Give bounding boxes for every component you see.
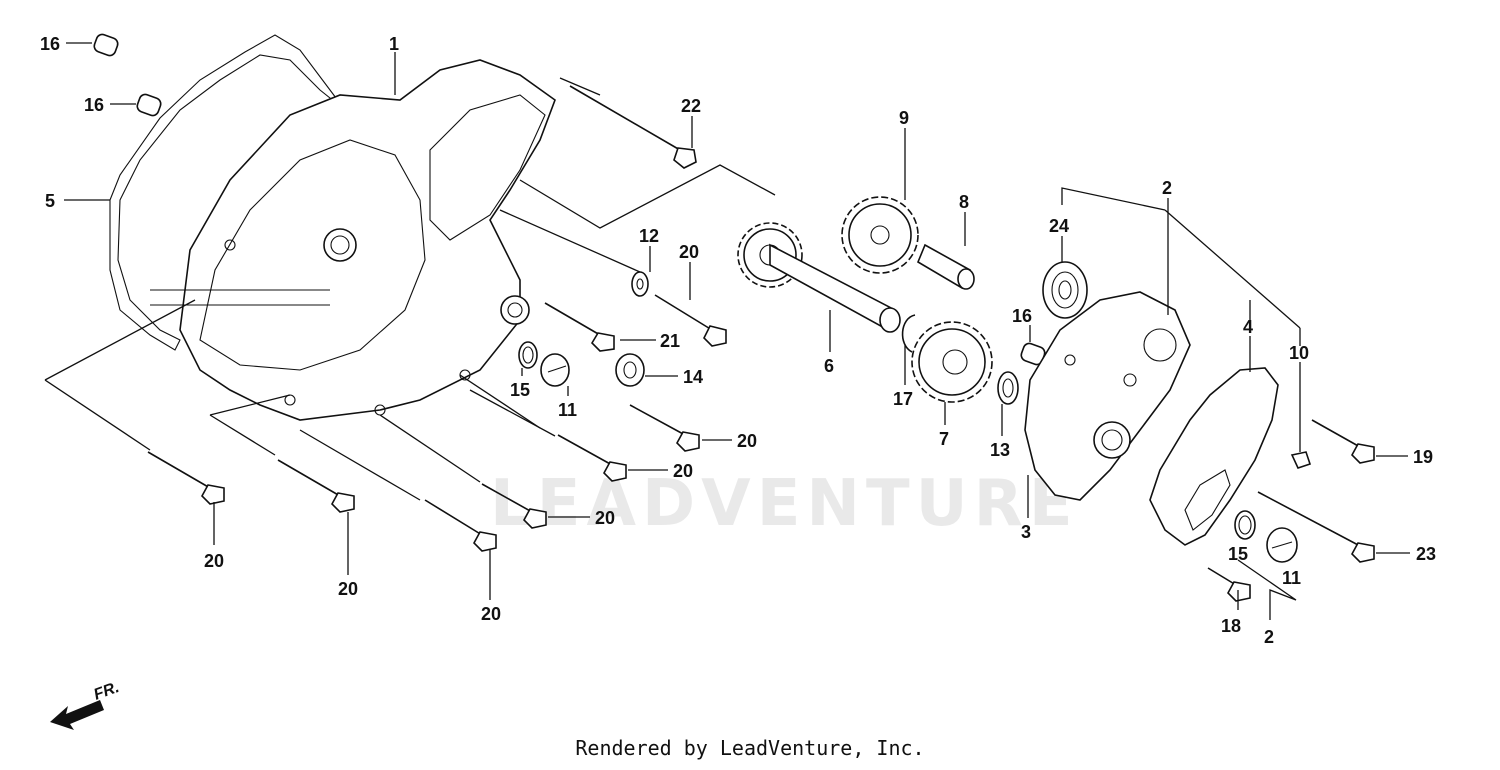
callout-8: 8 xyxy=(959,192,969,212)
pin-part-8 xyxy=(916,243,975,290)
bolt-part-20-low1 xyxy=(147,451,225,505)
dowel-pin-part-16b xyxy=(136,93,162,117)
bolt-part-10 xyxy=(1290,451,1312,469)
callout-20: 20 xyxy=(737,431,757,451)
callout-20: 20 xyxy=(481,604,501,624)
callout-11: 11 xyxy=(558,400,577,420)
callout-20: 20 xyxy=(204,551,224,571)
callout-4: 4 xyxy=(1243,317,1253,337)
render-credit: Rendered by LeadVenture, Inc. xyxy=(575,736,925,760)
shaft-gear-part-6 xyxy=(737,222,901,333)
callout-16: 16 xyxy=(84,95,104,115)
gear-part-7 xyxy=(911,321,993,403)
bolt-part-20-low2 xyxy=(277,459,355,513)
gear-part-9 xyxy=(841,196,919,274)
callout-14: 14 xyxy=(683,367,703,387)
callout-20: 20 xyxy=(679,242,699,262)
plate-part-4 xyxy=(1149,367,1279,546)
gasket-part-5 xyxy=(109,34,346,351)
bolt-part-19 xyxy=(1311,419,1375,464)
callout-22: 22 xyxy=(681,96,701,116)
bolt-part-21 xyxy=(544,302,615,352)
plug-part-11a xyxy=(540,353,570,387)
oring-part-15b xyxy=(1234,510,1256,540)
callout-3: 3 xyxy=(1021,522,1031,542)
callout-10: 10 xyxy=(1289,343,1309,363)
bolt-part-20-upper xyxy=(654,294,727,347)
callout-17: 17 xyxy=(893,389,913,409)
bolt-part-20-mid1 xyxy=(629,404,700,452)
cover-part-3 xyxy=(1024,291,1191,501)
callout-19: 19 xyxy=(1413,447,1433,467)
callout-16: 16 xyxy=(40,34,60,54)
washer-part-13 xyxy=(997,371,1019,405)
dowel-pin-part-16a xyxy=(93,33,119,57)
callout-24: 24 xyxy=(1049,216,1069,236)
bearing-part-24 xyxy=(1042,261,1088,319)
callout-20: 20 xyxy=(673,461,693,481)
callout-5: 5 xyxy=(45,191,55,211)
watermark-text: LEADVENTURE xyxy=(490,467,1079,541)
bolt-part-20-low3 xyxy=(424,499,497,552)
callout-11: 11 xyxy=(1282,568,1301,588)
clip-part-17 xyxy=(901,314,916,353)
callout-20: 20 xyxy=(595,508,615,528)
bolt-part-22 xyxy=(569,85,697,169)
leader-lines xyxy=(44,42,1410,620)
callout-2: 2 xyxy=(1264,627,1274,647)
bolt-part-20-mid3 xyxy=(481,483,547,529)
callout-labels: 16 16 1 5 22 9 8 2 24 12 20 21 6 16 4 10… xyxy=(40,34,1436,647)
bolt-part-18 xyxy=(1207,567,1251,602)
seal-part-14 xyxy=(615,353,645,387)
washer-part-12 xyxy=(631,271,649,297)
callout-6: 6 xyxy=(824,356,834,376)
callout-9: 9 xyxy=(899,108,909,128)
bolt-part-23 xyxy=(1257,491,1375,563)
callout-2: 2 xyxy=(1162,178,1172,198)
callout-12: 12 xyxy=(639,226,659,246)
callout-16: 16 xyxy=(1012,306,1032,326)
oring-part-15a xyxy=(518,341,538,369)
callout-21: 21 xyxy=(660,331,680,351)
callout-1: 1 xyxy=(389,34,399,54)
callout-20: 20 xyxy=(338,579,358,599)
bolt-part-20-mid2 xyxy=(557,434,627,482)
callout-23: 23 xyxy=(1416,544,1436,564)
plug-part-11b xyxy=(1266,527,1298,563)
callout-15: 15 xyxy=(510,380,530,400)
front-direction-label: FR. xyxy=(92,679,122,704)
callout-7: 7 xyxy=(939,429,949,449)
crankcase-cover-part-1 xyxy=(150,59,556,421)
callout-13: 13 xyxy=(990,440,1010,460)
callout-15: 15 xyxy=(1228,544,1248,564)
front-direction-arrow-icon: FR. xyxy=(50,679,122,730)
callout-18: 18 xyxy=(1221,616,1241,636)
